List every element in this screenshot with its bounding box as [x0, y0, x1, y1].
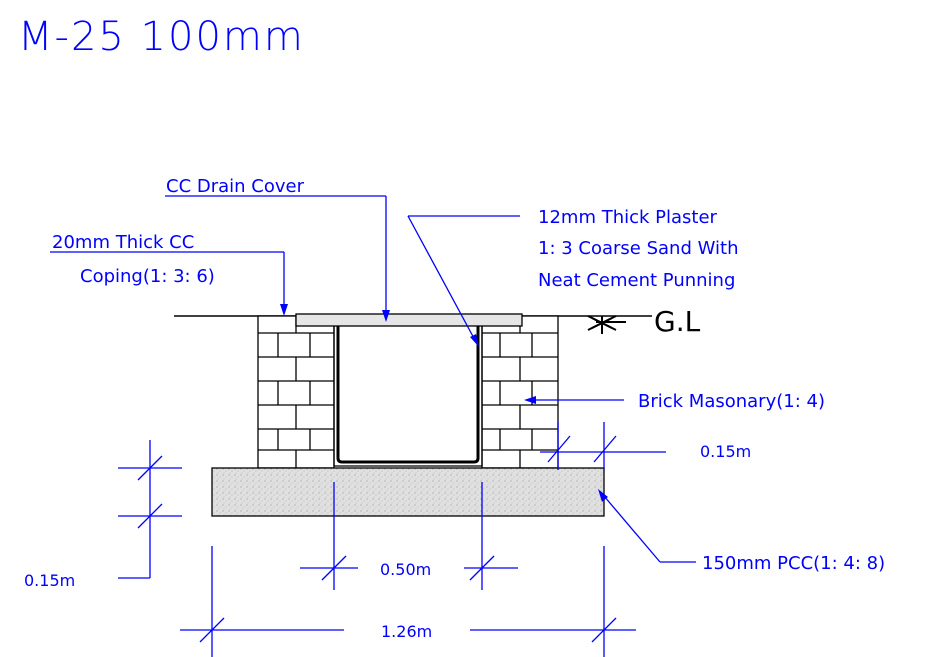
overall-width-label: 1.26m: [381, 622, 432, 641]
coping-label-line2: Coping(1: 3: 6): [80, 266, 215, 287]
drain-channel: [333, 326, 483, 467]
plaster-label-line1: 12mm Thick Plaster: [538, 207, 718, 228]
brick-leader: [524, 396, 624, 404]
plaster-leader: [407, 215, 520, 347]
pcc-label: 150mm PCC(1: 4: 8): [702, 553, 885, 574]
wall-thickness-dimension: [540, 422, 666, 470]
plaster-label-line3: Neat Cement Punning: [538, 270, 735, 291]
overall-width-dimension: [180, 546, 636, 657]
drain-cover-leader: [165, 195, 390, 322]
brick-label: Brick Masonary(1: 4): [638, 391, 825, 412]
left-brick-wall: [257, 315, 335, 469]
ground-level-label: G.L: [654, 305, 701, 338]
plaster-label-line2: 1: 3 Coarse Sand With: [538, 238, 738, 259]
coping-leader: [50, 251, 288, 316]
inner-width-label: 0.50m: [380, 560, 431, 579]
pcc-base: [211, 467, 605, 517]
drain-cover-label: CC Drain Cover: [166, 176, 305, 197]
pcc-leader: [598, 489, 696, 563]
right-brick-wall: [481, 315, 559, 469]
pcc-thickness-label: 0.15m: [24, 571, 75, 590]
drain-cover-slab: [295, 313, 523, 327]
ground-level-symbol: [587, 315, 626, 334]
pcc-thickness-dimension: [118, 440, 182, 579]
drawing-title: M-25 100mm: [18, 14, 305, 60]
wall-thickness-label: 0.15m: [700, 442, 751, 461]
coping-label-line1: 20mm Thick CC: [52, 232, 194, 253]
inner-width-dimension: [300, 482, 518, 590]
